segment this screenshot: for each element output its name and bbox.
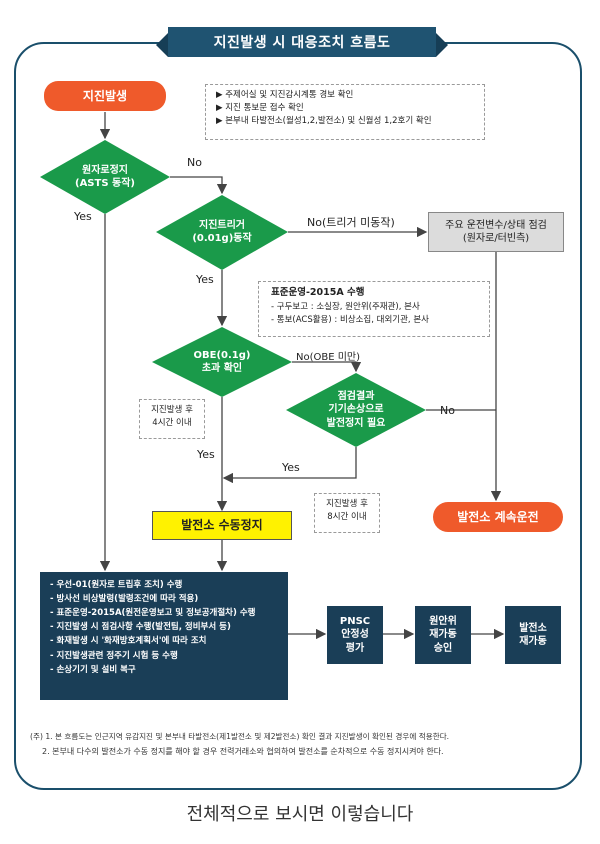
caption: 전체적으로 보시면 이렇습니다 [186,804,414,825]
action-item: - 화재발생 시 '화재방호계획서'에 따라 조치 [50,636,207,647]
label-line: 발전소 [519,622,547,634]
label-line: 초과 확인 [201,363,243,374]
label-line: 주요 운전변수/상태 점검 [445,219,547,231]
label-line: 지진트리거 [199,219,245,231]
label-line: 기기손상으로 [328,404,384,416]
d1-yes-label: Yes [74,210,92,223]
time-4h-box: 지진발생 후 4시간 이내 [139,399,205,439]
label-line: 지진발생 후 [326,499,368,509]
info-top-line: ▶ 지진 통보문 접수 확인 [216,103,304,114]
d2-yes-label: Yes [196,273,214,286]
info-top-box: ▶ 주제어실 및 지진감시계통 경보 확인 ▶ 지진 통보문 접수 확인 ▶ 본… [205,84,485,140]
label-line: 승인 [433,642,453,654]
decision-trigger-label: 지진트리거 (0.01g)동작 [172,215,272,249]
info-top-line: ▶ 본부내 타발전소(월성1,2,발전소) 및 신월성 1,2호기 확인 [216,116,432,127]
decision-reactor-trip [40,140,170,214]
page-title: 지진발생 시 대응조치 흐름도 [213,35,391,51]
footnotes: (주) 1. 본 흐름도는 인근지역 유감지진 및 본부내 타발전소(제1발전소… [30,730,575,760]
label-line: (0.01g)동작 [192,233,252,244]
d4-no-label: No [440,404,455,417]
label-line: 발전정지 필요 [326,417,386,429]
info-std-line: - 구두보고 : 소실장, 원안위(주재관), 본사 [271,301,420,312]
label-line: 원안위 [429,615,457,627]
label-line: 재가동 [519,636,547,647]
start-label: 지진발생 [82,88,128,103]
d4-yes-label: Yes [282,461,300,474]
d3-no-label: No(OBE 미만) [296,352,361,363]
label-line: 재가동 [429,629,457,641]
label-line: 안정성 [341,629,369,641]
footnote: (주) 1. 본 흐름도는 인근지역 유감지진 및 본부내 타발전소(제1발전소… [30,732,450,741]
label-line: 8시간 이내 [327,512,367,523]
manual-stop-label: 발전소 수동정지 [181,518,263,533]
decision-obe [152,327,292,397]
decision-reactor-trip-label: 원자로정지 (ASTS 동작) [55,160,155,194]
decision-damage [286,373,426,447]
d1-no-label: No [187,156,202,169]
d3-yes-label: Yes [197,448,215,461]
action-item: - 지진발생 시 점검사항 수행(발전팀, 정비부서 등) [50,622,231,633]
time-8h-box: 지진발생 후 8시간 이내 [314,493,380,533]
manual-stop-box: 발전소 수동정지 [152,511,292,540]
continue-operation-node: 발전소 계속운전 [433,502,563,532]
action-item: - 우선-01(원자로 트립후 조치) 수행 [50,580,183,590]
continue-label: 발전소 계속운전 [457,509,539,524]
d2-no-text: No(트리거 미동작) [307,216,395,229]
action-item: - 방사선 비상발령(발령조건에 따라 적용) [50,594,199,605]
action-item: - 지진발생관련 정주기 시험 등 수행 [50,650,178,661]
footnote: 2. 본부내 다수의 발전소가 수동 정지를 해야 할 경우 전력거래소와 협의… [42,747,444,757]
action-item: - 표준운영-2015A(원전운영보고 및 정보공개절차) 수행 [50,608,256,619]
label-line: 4시간 이내 [152,418,192,429]
d2-no-label: No(트리거 미동작) [307,214,395,230]
check-variables-box: 주요 운전변수/상태 점검 (원자로/터빈측) [428,212,564,252]
label-line: 원자로정지 [82,164,128,176]
label-line: OBE(0.1g) [193,349,251,361]
title-banner: 지진발생 시 대응조치 흐름도 [156,27,448,57]
label-line: 지진발생 후 [151,405,193,415]
label-line: 평가 [345,642,365,654]
actions-list: - 우선-01(원자로 트립후 조치) 수행 - 방사선 비상발령(발령조건에 … [40,572,288,700]
decision-obe-label: OBE(0.1g) 초과 확인 [172,345,272,379]
info-std-box: 표준운영-2015A 수행 - 구두보고 : 소실장, 원안위(주재관), 본사… [258,281,490,337]
label-line: PNSC [339,615,371,627]
decision-trigger [156,195,288,270]
info-std-title: 표준운영-2015A 수행 [271,287,365,298]
info-top-line: ▶ 주제어실 및 지진감시계통 경보 확인 [216,90,354,100]
action-item: - 손상기기 및 설비 복구 [50,664,136,675]
start-node: 지진발생 [44,81,166,111]
label-line: (ASTS 동작) [75,178,135,189]
info-std-line: - 통보(ACS활용) : 비상소집, 대외기관, 본사 [271,314,429,325]
label-line: (원자로/터빈측) [462,233,530,244]
label-line: 점검결과 [337,390,375,402]
